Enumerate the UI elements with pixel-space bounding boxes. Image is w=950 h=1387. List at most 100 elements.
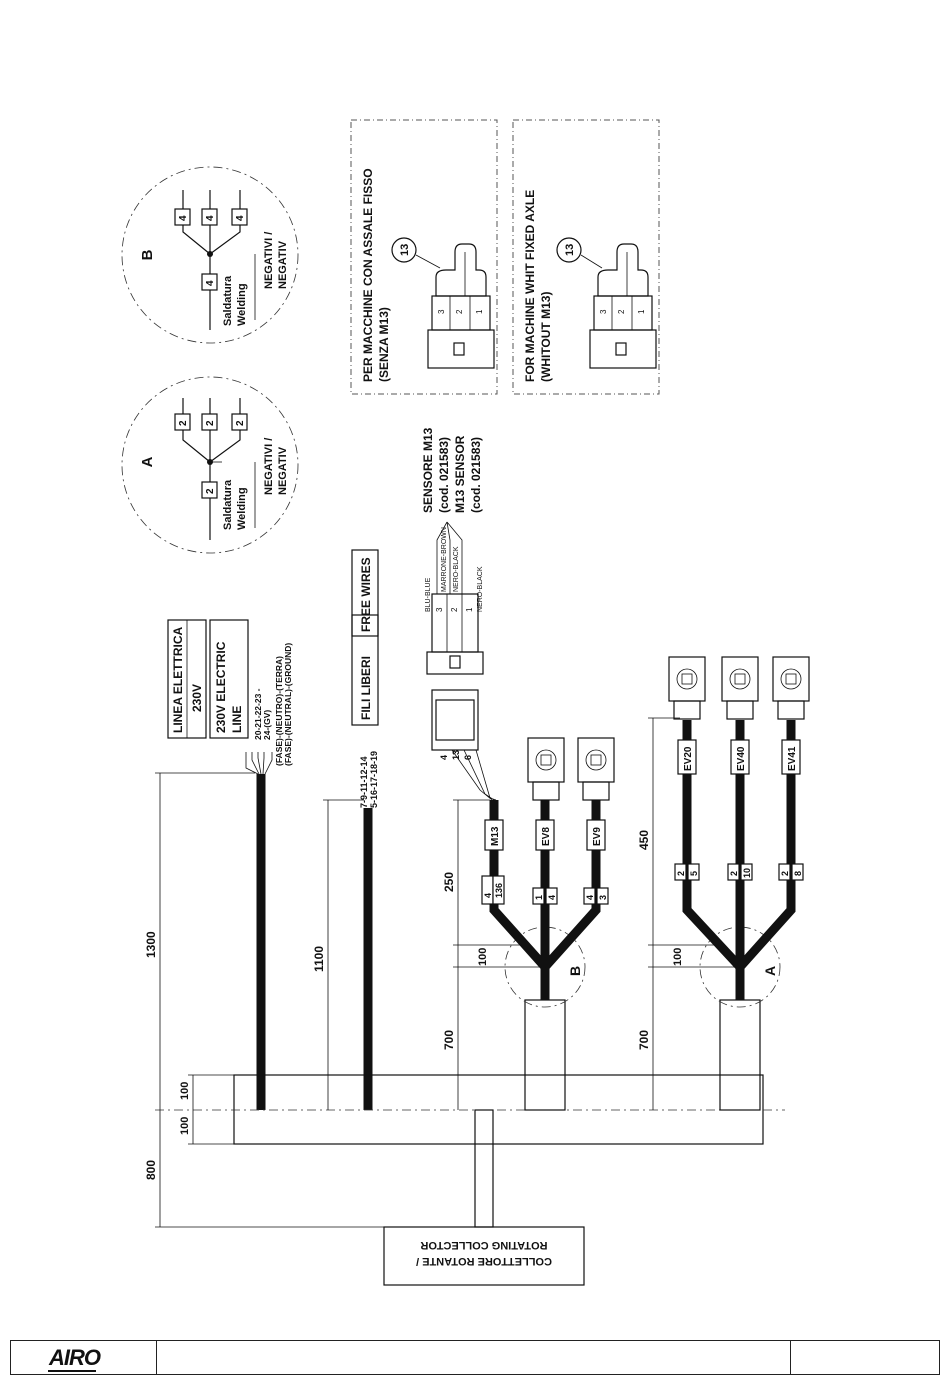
svg-text:5-16-17-18-19: 5-16-17-18-19 [369,751,379,808]
svg-text:13: 13 [399,244,411,256]
svg-text:2: 2 [780,871,790,876]
detail-a: A 2 2 2 2 Saldatura Welding NEGATIVI / N… [121,376,299,554]
svg-text:1: 1 [637,309,646,314]
detail-b-neg-en: NEGATIV [277,240,289,289]
detail-b-neg-it: NEGATIVI / [263,232,275,289]
svg-text:LINEA ELETTRICA: LINEA ELETTRICA [171,626,185,733]
rotating-collector: COLLETTORE ROTANTE / ROTATING COLLECTOR [155,999,785,1286]
svg-text:1: 1 [534,895,544,900]
harness-a: A EV20 2 5 EV40 2 10 EV41 2 8 [668,656,810,1008]
svg-text:100: 100 [477,948,489,966]
svg-text:4: 4 [205,280,216,286]
svg-text:MARRONE-BROWN: MARRONE-BROWN [441,527,448,592]
svg-text:EV9: EV9 [592,827,603,846]
svg-text:250: 250 [442,872,456,892]
svg-text:6: 6 [494,883,504,888]
svg-text:13: 13 [494,888,504,898]
svg-text:LINE: LINE [230,706,244,733]
svg-text:4: 4 [439,755,449,760]
svg-text:100: 100 [179,1082,191,1100]
svg-text:5: 5 [689,871,699,876]
panel-fixed-axle-it: PER MACCHINE CON ASSALE FISSO (SENZA M13… [350,119,498,395]
svg-text:(cod. 021583): (cod. 021583) [437,437,451,513]
svg-text:2: 2 [450,607,459,612]
detail-b-letter: B [139,249,156,260]
detail-a-neg-en: NEGATIV [277,446,289,495]
svg-text:B: B [567,966,583,976]
svg-text:FREE WIRES: FREE WIRES [359,557,373,632]
svg-text:(SENZA M13): (SENZA M13) [377,307,391,382]
detail-b-welding-en: Welding [236,283,248,326]
svg-text:PER MACCHINE CON ASSALE FISSO: PER MACCHINE CON ASSALE FISSO [361,168,375,382]
svg-text:SENSORE M13: SENSORE M13 [421,427,435,513]
dimensions: 1300 800 100 100 1100 250 100 700 450 10… [144,717,735,1228]
svg-text:FOR MACHINE WHIT FIXED AXLE: FOR MACHINE WHIT FIXED AXLE [523,190,537,382]
svg-text:(cod. 021583): (cod. 021583) [469,437,483,513]
title-block: AIRO [10,1340,940,1375]
detail-a-neg-it: NEGATIVI / [263,438,275,495]
svg-text:EV41: EV41 [787,746,798,771]
svg-text:4: 4 [235,215,246,221]
svg-text:700: 700 [637,1030,651,1050]
svg-text:100: 100 [179,1117,191,1135]
detail-a-letter: A [139,456,156,467]
svg-text:8: 8 [793,871,803,876]
svg-text:1300: 1300 [144,931,158,958]
svg-text:M13: M13 [490,826,501,846]
svg-text:10: 10 [742,868,752,878]
svg-text:2: 2 [729,871,739,876]
svg-text:6: 6 [463,755,473,760]
svg-text:3: 3 [437,309,446,314]
svg-text:4: 4 [585,895,595,900]
svg-text:(WHITOUT M13): (WHITOUT M13) [539,292,553,382]
svg-text:3: 3 [435,607,444,612]
power-line-label: LINEA ELETTRICA 230V 230V ELECTRIC LINE … [167,619,293,766]
svg-text:230V: 230V [190,684,204,712]
logo-cell: AIRO [11,1341,157,1374]
svg-text:3: 3 [599,309,608,314]
svg-text:1: 1 [465,607,474,612]
svg-text:ROTATING COLLECTOR: ROTATING COLLECTOR [420,1239,547,1251]
svg-text:M13 SENSOR: M13 SENSOR [453,435,467,513]
title-block-right-cell [790,1341,939,1374]
power-cable [245,752,273,1110]
svg-text:NERO-BLACK: NERO-BLACK [477,566,484,612]
svg-text:4: 4 [547,895,557,900]
svg-text:13: 13 [564,244,576,256]
svg-text:EV20: EV20 [683,746,694,771]
svg-text:13: 13 [451,750,461,760]
svg-text:2: 2 [455,309,464,314]
svg-text:4: 4 [205,215,216,221]
svg-text:700: 700 [442,1030,456,1050]
svg-text:COLLETTORE ROTANTE /: COLLETTORE ROTANTE / [416,1255,552,1267]
svg-text:EV40: EV40 [736,746,747,771]
svg-text:100: 100 [672,948,684,966]
svg-text:800: 800 [144,1160,158,1180]
detail-b: B 4 4 4 4 Saldatura Welding NEGATIVI / N… [121,166,299,344]
free-wires-label: FILI LIBERI FREE WIRES 7-9-11-12-14 5-16… [351,549,379,808]
svg-text:NERO-BLACK: NERO-BLACK [453,546,460,592]
svg-text:A: A [762,966,778,976]
svg-text:20-21-22-23 -: 20-21-22-23 - [253,688,263,740]
svg-text:2: 2 [235,420,246,426]
svg-text:2: 2 [617,309,626,314]
svg-text:(FASE)-(NEUTRAL)-(GROUND): (FASE)-(NEUTRAL)-(GROUND) [283,643,293,766]
svg-text:450: 450 [637,830,651,850]
panel-fixed-axle-en: FOR MACHINE WHIT FIXED AXLE (WHITOUT M13… [512,119,660,395]
svg-text:1: 1 [475,309,484,314]
svg-text:3: 3 [598,895,608,900]
detail-a-welding-it: Saldatura [222,479,234,530]
svg-text:7-9-11-12-14: 7-9-11-12-14 [359,756,369,808]
detail-b-welding-it: Saldatura [222,275,234,326]
svg-text:2: 2 [205,488,216,494]
svg-text:24-(GV): 24-(GV) [262,710,272,740]
logo-underline [48,1370,96,1372]
svg-text:2: 2 [205,420,216,426]
sensor-m13: SENSORE M13 (cod. 021583) M13 SENSOR (co… [421,427,484,675]
detail-a-welding-en: Welding [236,487,248,530]
airo-logo: AIRO [49,1345,101,1370]
svg-text:230V ELECTRIC: 230V ELECTRIC [214,641,228,733]
svg-text:2: 2 [676,871,686,876]
svg-text:(FASE)-(NEUTRO)-(TERRA): (FASE)-(NEUTRO)-(TERRA) [274,656,284,766]
